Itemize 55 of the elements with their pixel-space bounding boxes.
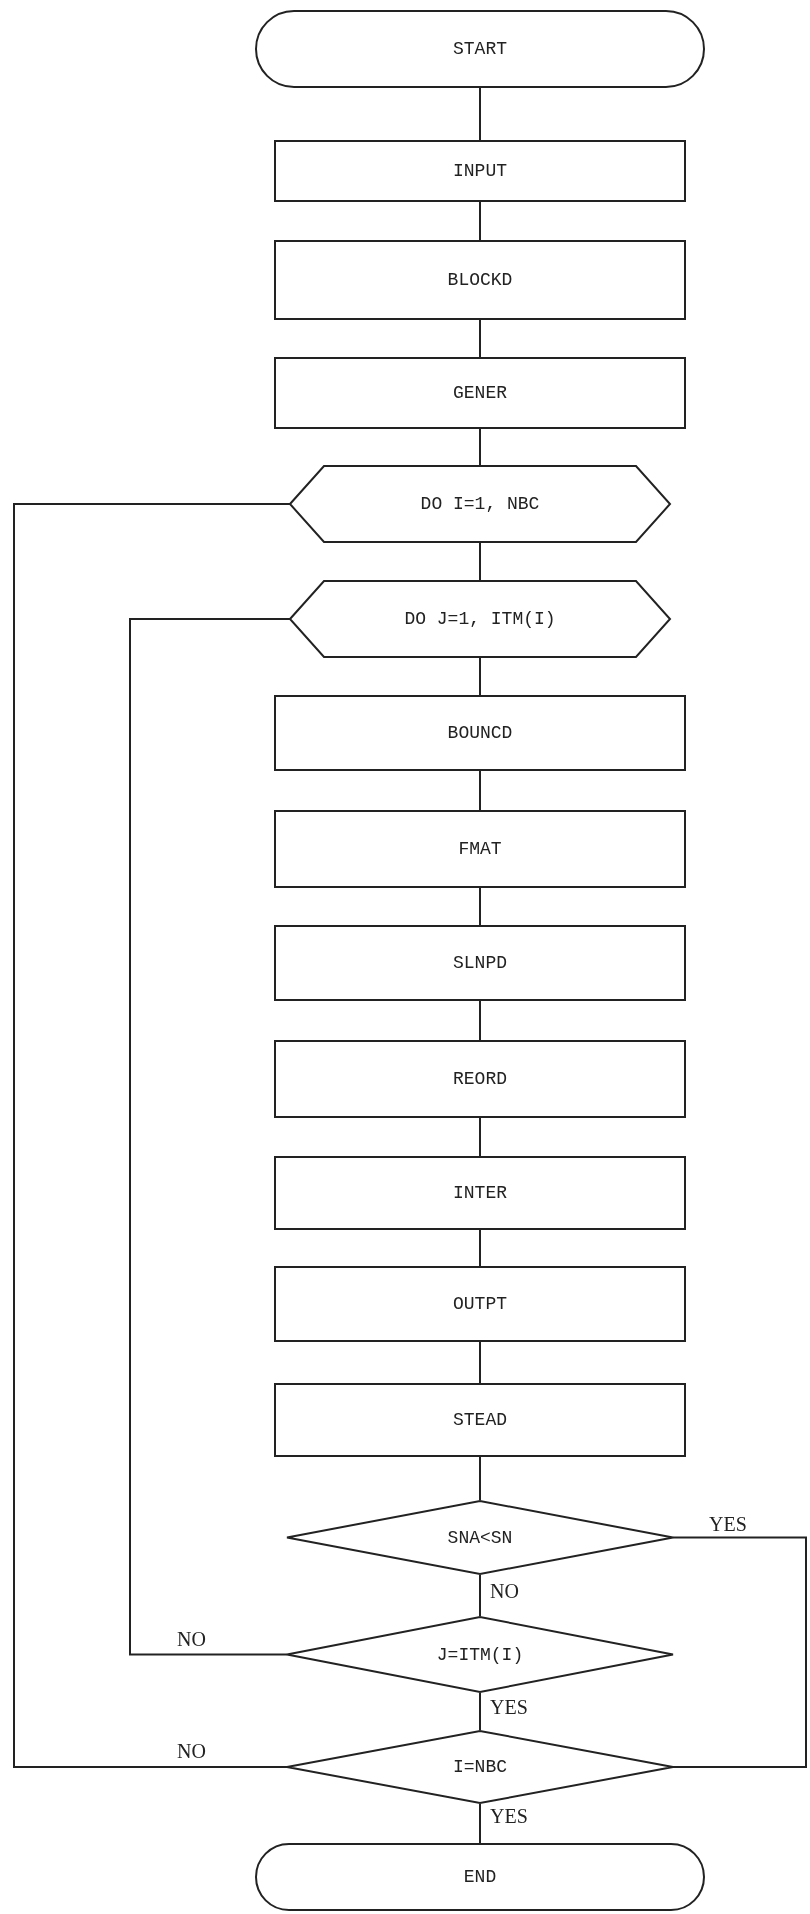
loop-hexagon <box>290 580 670 658</box>
connector-line <box>479 1000 481 1041</box>
connector-line <box>479 1117 481 1157</box>
process-box <box>274 1156 686 1230</box>
connector-line <box>479 1456 481 1501</box>
node-label: END <box>463 1867 497 1887</box>
node-label: FMAT <box>458 839 502 859</box>
process-box <box>274 357 686 429</box>
process-box <box>274 140 686 202</box>
process-box <box>274 695 686 771</box>
node-label: DO J=1, ITM(I) <box>404 609 556 629</box>
node-label: SNA<SN <box>447 1527 513 1548</box>
node-label: INTER <box>453 1183 507 1203</box>
connector-line <box>479 87 481 141</box>
node-label: DO I=1, NBC <box>420 494 540 514</box>
node-label: SLNPD <box>453 953 507 973</box>
connector-line <box>479 770 481 811</box>
process-box <box>274 1383 686 1457</box>
node-label: BLOCKD <box>447 270 513 290</box>
connector-line <box>479 1229 481 1267</box>
process-box <box>274 1266 686 1342</box>
edge-label: YES <box>488 1806 530 1826</box>
node-label: J=ITM(I) <box>436 1644 524 1665</box>
node-label: REORD <box>453 1069 507 1089</box>
connector-line <box>479 1692 481 1731</box>
process-box <box>274 925 686 1001</box>
connector-line <box>479 1574 481 1617</box>
decision-diamond <box>287 1616 673 1693</box>
node-label: STEAD <box>453 1410 507 1430</box>
connector-line <box>479 428 481 466</box>
connector-line <box>129 618 291 1656</box>
connector-line <box>479 1803 481 1844</box>
connector-line <box>479 657 481 696</box>
connector-line <box>672 1536 807 1768</box>
process-box <box>274 1040 686 1118</box>
edge-label: YES <box>488 1697 530 1717</box>
edge-label: NO <box>175 1741 208 1761</box>
connector-line <box>479 319 481 358</box>
connector-line <box>479 1341 481 1384</box>
connector-line <box>13 503 291 1768</box>
node-label: OUTPT <box>453 1294 507 1314</box>
process-box <box>274 240 686 320</box>
node-label: INPUT <box>453 161 507 181</box>
node-label: I=NBC <box>453 1757 507 1777</box>
node-label: BOUNCD <box>447 723 513 743</box>
edge-label: NO <box>488 1581 521 1601</box>
decision-diamond <box>287 1730 673 1804</box>
connector-line <box>479 201 481 241</box>
loop-hexagon <box>290 465 670 543</box>
connector-line <box>479 887 481 926</box>
decision-diamond <box>287 1500 673 1575</box>
node-label: START <box>453 39 507 59</box>
connector-line <box>479 542 481 581</box>
process-box <box>274 810 686 888</box>
node-label: GENER <box>453 383 507 403</box>
